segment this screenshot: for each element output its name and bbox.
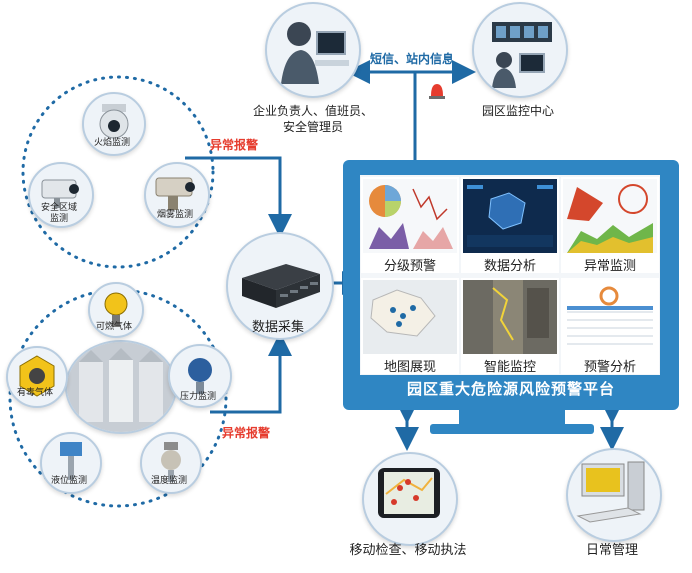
map-view-icon	[363, 280, 457, 354]
temperature-sensor-icon	[161, 442, 181, 482]
tile-analysis-label: 数据分析	[483, 259, 536, 274]
sensor-ring-1	[21, 75, 215, 269]
staff-label-1: 企业负责人、值班员、	[252, 104, 373, 118]
toxic-detector-icon	[19, 355, 55, 397]
analysis-map-icon	[463, 179, 557, 253]
pressure-transmitter-icon	[188, 358, 212, 394]
flame-sensor-circle	[82, 92, 146, 156]
tile-smart-monitor-label: 智能监控	[483, 360, 536, 375]
server-icon	[242, 264, 320, 308]
tile-map-label: 地图展现	[383, 360, 436, 375]
ptz-camera-icon	[155, 177, 195, 210]
flame-label: 火焰监测	[93, 138, 130, 148]
temperature-circle	[140, 432, 202, 494]
level-circle	[40, 432, 102, 494]
alarm-arrow-2	[210, 332, 292, 414]
smart-monitor-icon	[463, 280, 557, 354]
tile-smart-monitor[interactable]: 智能监控	[461, 278, 559, 375]
tile-grading[interactable]: 分级预警	[361, 177, 459, 274]
grading-charts-icon	[363, 179, 457, 253]
toxic-gas-label: 有毒气体	[16, 388, 53, 398]
daily-circle	[566, 448, 662, 542]
pressure-circle	[168, 344, 232, 408]
gas-detector-icon	[104, 292, 128, 327]
temperature-label: 温度监测	[150, 476, 187, 486]
alarm-label-2: 异常报警	[222, 426, 271, 440]
level-label: 液位监测	[50, 476, 87, 486]
bullet-camera-icon	[41, 179, 79, 208]
tile-grading-label: 分级预警	[383, 259, 436, 274]
tile-map[interactable]: 地图展现	[361, 278, 459, 375]
center-circle	[472, 2, 568, 98]
mobile-circle	[362, 452, 458, 546]
anomaly-charts-icon	[563, 179, 657, 253]
flammable-gas-circle	[88, 282, 144, 338]
security-label-1: 安全区域	[40, 203, 77, 213]
smartphone-map-icon	[378, 468, 440, 518]
tile-analysis[interactable]: 数据分析	[461, 177, 559, 274]
alarm-arrow-1	[185, 156, 292, 238]
smoke-label: 烟雾监测	[156, 210, 193, 220]
smoke-sensor-circle	[144, 162, 210, 228]
storage-tanks-icon	[67, 342, 175, 432]
alarm-label-1: 异常报警	[210, 138, 259, 152]
monitor-neck	[459, 410, 565, 424]
tile-warning-analysis[interactable]: 预警分析	[561, 278, 659, 375]
monitoring-center-icon	[492, 22, 552, 88]
siren-icon	[427, 80, 447, 100]
daily-label: 日常管理	[585, 543, 638, 558]
toxic-gas-circle	[6, 346, 68, 408]
level-sensor-icon	[60, 442, 82, 480]
tile-anomaly-label: 异常监测	[583, 259, 636, 274]
security-sensor-circle	[28, 162, 94, 228]
sensor-ring-2	[8, 288, 228, 508]
warning-analysis-icon	[563, 280, 657, 354]
staff-circle	[265, 2, 361, 98]
flammable-gas-label: 可燃气体	[95, 322, 132, 332]
desktop-computer-icon	[576, 461, 645, 523]
operator-icon	[281, 22, 349, 84]
message-label: 短信、站内信息	[370, 52, 455, 66]
mobile-label: 移动检查、移动执法	[349, 543, 467, 558]
security-label-2: 监测	[49, 214, 68, 224]
pressure-label: 压力监测	[179, 392, 216, 402]
tank-image	[65, 340, 177, 434]
tile-warning-analysis-label: 预警分析	[583, 360, 636, 375]
dome-camera-icon	[99, 104, 129, 139]
monitor-base	[430, 424, 594, 434]
collector-label: 数据采集	[251, 320, 304, 335]
staff-label-2: 安全管理员	[282, 120, 343, 134]
platform-title: 园区重大危险源风险预警平台	[406, 380, 615, 398]
collector-circle	[226, 232, 334, 340]
center-label: 园区监控中心	[481, 104, 554, 118]
tile-anomaly[interactable]: 异常监测	[561, 177, 659, 274]
